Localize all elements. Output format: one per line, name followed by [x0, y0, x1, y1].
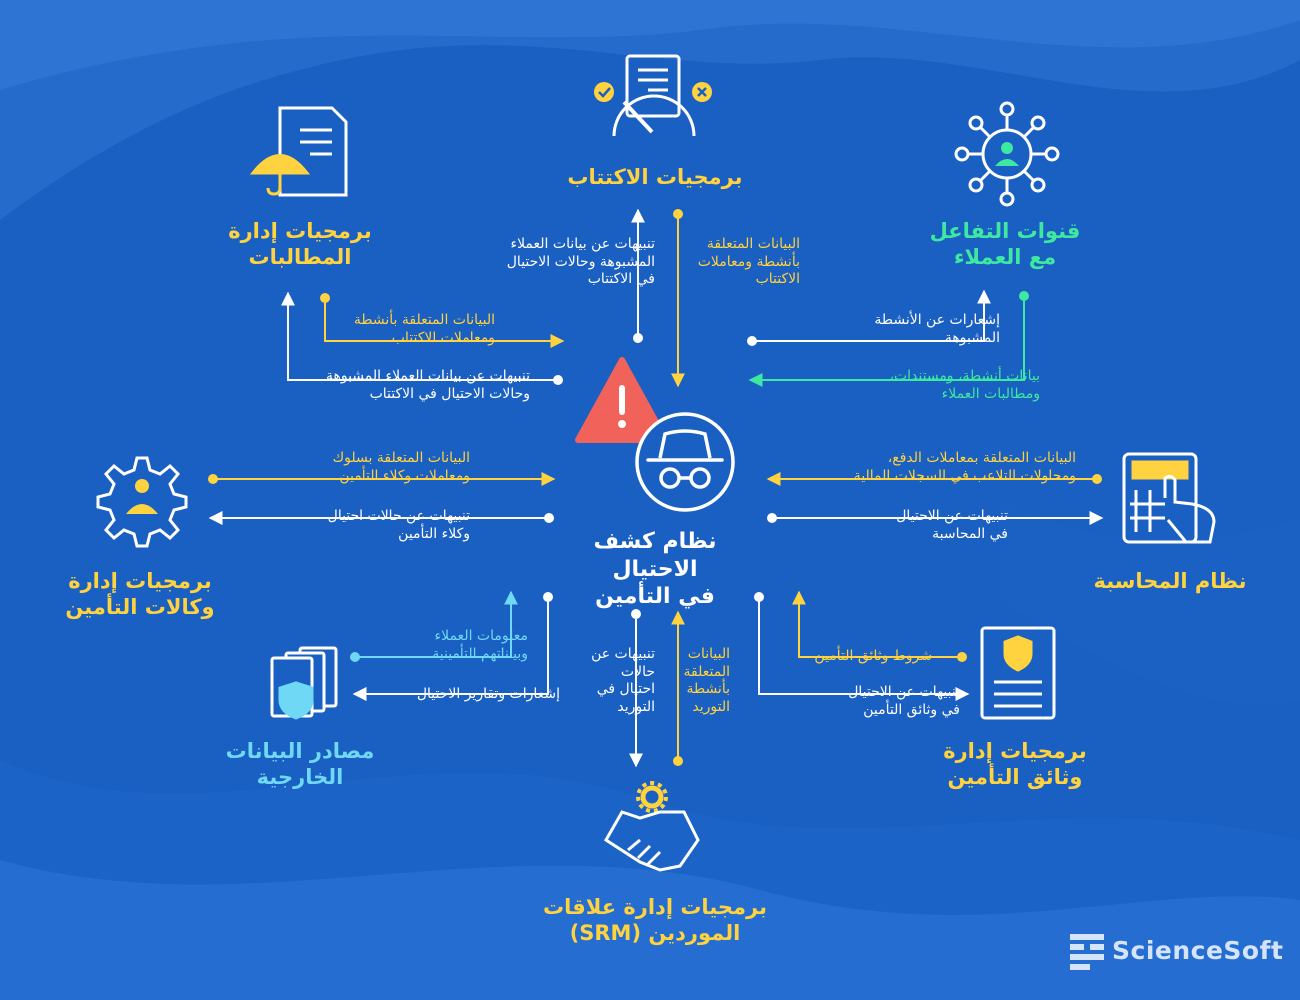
flow-uw-alerts: تنبيهات عن بيانات العملاء المشبوهة وحالا…: [506, 236, 655, 287]
node-accounting: نظام المحاسبة: [1093, 569, 1247, 593]
sciencesoft-logo-mark: [1070, 934, 1104, 970]
flow-claims-data: البيانات المتعلقة بأنشطة ومعاملات الاكتت…: [353, 312, 495, 346]
flow-policy-data: شروط وثائق التأمين: [814, 648, 932, 664]
connectors: [208, 208, 1104, 768]
policy-alerts-arrow: [758, 597, 970, 701]
policy-document-icon: [980, 626, 1056, 720]
node-srm: برمجيات إدارة علاقات الموردين (SRM): [543, 895, 767, 946]
flow-claims-alerts: تنبيهات عن بيانات العملاء المشبوهة وحالا…: [325, 368, 530, 402]
claims-alerts-arrow: [281, 291, 558, 381]
folders-shield-icon: [270, 646, 338, 720]
eng-alerts-arrow: [752, 289, 991, 342]
flow-agency-alerts: تنبيهات عن حالات احتيال وكلاء التأمين: [327, 508, 470, 542]
flow-ext-data: معلومات العملاء وبياناتهم التأمينية: [432, 628, 528, 662]
ext-alerts-arrow: [352, 597, 549, 701]
ext-data-arrow: [355, 590, 518, 658]
node-claims: برمجيات إدارة المطالبات: [228, 219, 372, 270]
flow-agency-data: البيانات المتعلقة بسلوك ومعاملات وكلاء ا…: [332, 450, 470, 484]
warning-triangle-icon: [575, 357, 669, 443]
node-underwriting: برمجيات الاكتتاب: [567, 165, 743, 189]
node-agency: برمجيات إدارة وكالات التأمين: [65, 569, 215, 620]
flow-acc-data: البيانات المتعلقة بمعاملات الدفع، ومحاول…: [853, 450, 1076, 484]
spy-icon: [635, 412, 735, 512]
claims-data-arrow: [324, 298, 565, 348]
document-umbrella-icon: [249, 106, 348, 197]
node-policy: برمجيات إدارة وثائق التأمين: [943, 739, 1087, 790]
handshake-gear-icon: [603, 781, 700, 872]
calculator-hand-icon: [1122, 452, 1216, 544]
eng-data-arrow: [748, 296, 1025, 387]
customer-network-icon: [954, 101, 1060, 207]
flow-policy-alerts: تنبيهات عن الاحتيال في وثائق التأمين: [848, 684, 960, 718]
flow-srm-alerts: تنبيهات عن حالات احتيال في التوريد: [591, 646, 655, 715]
node-engagement: قنوات التفاعل مع العملاء: [929, 219, 1081, 270]
flow-acc-alerts: تنبيهات عن الاحتيال في المحاسبة: [896, 508, 1008, 542]
gear-agent-icon: [96, 456, 188, 548]
flow-uw-data: البيانات المتعلقة بأنشطة ومعاملات الاكتت…: [697, 236, 800, 287]
flow-ext-alerts: إشعارات وتقارير الاحتيال: [416, 686, 560, 702]
flow-eng-alerts: إشعارات عن الأنشطة المشبوهة: [874, 312, 1000, 346]
center-title: نظام كشف الاحتيال في التأمين: [593, 529, 717, 609]
policy-data-arrow: [792, 590, 962, 658]
node-external: مصادر البيانات الخارجية: [225, 739, 375, 790]
flow-eng-data: بيانات أنشطة، ومستندات، ومطالبات العملاء: [889, 368, 1040, 402]
sciencesoft-logo-text: ScienceSoft: [1112, 936, 1284, 965]
flow-srm-data: البيانات المتعلقة بأنشطة التوريد: [683, 646, 730, 715]
gauge-document-icon: [594, 54, 712, 137]
